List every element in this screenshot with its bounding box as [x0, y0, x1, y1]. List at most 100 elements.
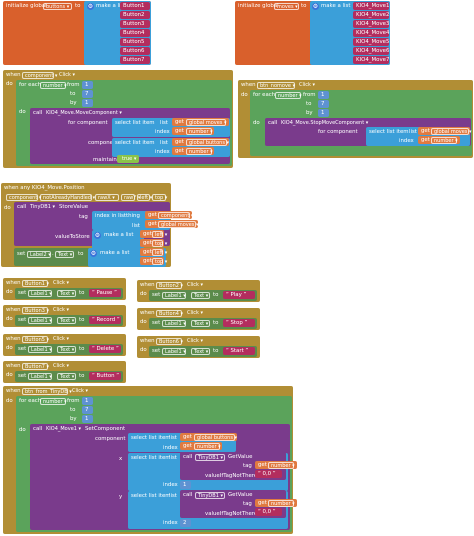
tinydb-component[interactable]: TinyDB1: [28, 204, 56, 211]
num-to[interactable]: [82, 406, 93, 414]
text-block[interactable]: [89, 289, 121, 297]
tinydb-dropdown[interactable]: TinyDB1: [195, 492, 225, 499]
text-dropdown[interactable]: Text: [191, 320, 210, 327]
btn-nomove-component[interactable]: btn_nomove: [257, 82, 295, 89]
event-param[interactable]: left: [137, 194, 150, 201]
text-block[interactable]: [223, 291, 255, 299]
number-dropdown[interactable]: number: [268, 500, 294, 507]
text-0-0[interactable]: [255, 470, 282, 478]
event-param[interactable]: notAlreadyHandled: [40, 194, 92, 201]
list-item-text-block[interactable]: [120, 2, 150, 10]
list-item-text-block[interactable]: [120, 29, 150, 37]
text-block[interactable]: [89, 345, 121, 353]
button-component[interactable]: Button6: [156, 338, 182, 345]
loop-var-number[interactable]: number: [275, 92, 301, 99]
global-moves-dropdown[interactable]: global moves: [186, 119, 226, 126]
button-component[interactable]: Button4: [156, 310, 182, 317]
list-item-text-block[interactable]: [353, 56, 389, 64]
text-dropdown[interactable]: Text: [57, 346, 76, 353]
label-dropdown[interactable]: Label1: [28, 373, 52, 380]
gear-icon[interactable]: ⚙: [94, 232, 101, 239]
list-item-text-block[interactable]: [353, 38, 389, 46]
top-dropdown[interactable]: top: [152, 258, 163, 265]
text-dropdown[interactable]: Text: [55, 251, 74, 258]
click-event-dropdown[interactable]: Click: [70, 388, 86, 395]
left-dropdown[interactable]: left: [152, 249, 163, 256]
global-moves-dropdown[interactable]: global moves: [158, 221, 196, 228]
event-param[interactable]: rawY: [121, 194, 136, 201]
gear-icon[interactable]: ⚙: [312, 3, 319, 10]
label-dropdown[interactable]: Label1: [162, 348, 186, 355]
event-param[interactable]: rawX: [95, 194, 119, 201]
click-event-dropdown[interactable]: Click: [185, 310, 201, 317]
list-item-text-block[interactable]: [353, 47, 389, 55]
label-dropdown[interactable]: Label1: [28, 290, 52, 297]
button-component[interactable]: Button1: [22, 280, 48, 287]
text-block[interactable]: [89, 372, 121, 380]
event-param[interactable]: component: [6, 194, 38, 201]
text-dropdown[interactable]: Text: [57, 290, 76, 297]
list-item-text-block[interactable]: [120, 20, 150, 28]
num-1[interactable]: [180, 481, 191, 489]
left-dropdown[interactable]: left: [152, 231, 163, 238]
num-from[interactable]: [82, 81, 93, 89]
label2-dropdown[interactable]: Label2: [27, 251, 51, 258]
click-event-dropdown[interactable]: Click: [297, 82, 313, 89]
click-event-dropdown[interactable]: Click: [57, 72, 73, 79]
text-block[interactable]: [223, 347, 255, 355]
top-dropdown[interactable]: top: [152, 240, 163, 247]
click-event-dropdown[interactable]: Click: [51, 336, 67, 343]
list-item-text-block[interactable]: [353, 20, 389, 28]
make-list-block[interactable]: [92, 230, 144, 249]
gear-icon[interactable]: ⚙: [90, 250, 97, 257]
list-item-text-block[interactable]: [120, 47, 150, 55]
click-event-dropdown[interactable]: Click: [185, 338, 201, 345]
list-item-text-block[interactable]: [120, 56, 150, 64]
global-buttons-dropdown[interactable]: global buttons: [194, 434, 235, 441]
component-dropdown[interactable]: component: [158, 212, 190, 219]
num-to[interactable]: [82, 90, 93, 98]
global-moves-dropdown[interactable]: global moves: [431, 128, 469, 135]
global-buttons-dropdown[interactable]: global buttons: [186, 139, 227, 146]
num-from[interactable]: [318, 91, 329, 99]
click-event-dropdown[interactable]: Click: [51, 307, 67, 314]
number-dropdown[interactable]: number: [431, 137, 457, 144]
text-dropdown[interactable]: Text: [191, 292, 210, 299]
number-dropdown[interactable]: number: [268, 462, 294, 469]
list-item-text-block[interactable]: [353, 2, 389, 10]
text-dropdown[interactable]: Text: [57, 373, 76, 380]
click-event-dropdown[interactable]: Click: [51, 363, 67, 370]
var-name-moves[interactable]: moves: [274, 3, 299, 10]
button-component[interactable]: Button3: [22, 307, 48, 314]
list-item-text-block[interactable]: [353, 29, 389, 37]
number-dropdown[interactable]: number: [186, 148, 212, 155]
gear-icon[interactable]: ⚙: [87, 3, 94, 10]
click-event-dropdown[interactable]: Click: [185, 282, 201, 289]
method-dropdown[interactable]: KIO4_Move.StopMoveComponent: [279, 120, 364, 127]
btn-move-component[interactable]: component: [22, 72, 54, 79]
text-0-0[interactable]: [255, 508, 282, 516]
text-dropdown[interactable]: Text: [191, 348, 210, 355]
label-dropdown[interactable]: Label1: [28, 317, 52, 324]
list-item-text-block[interactable]: [353, 11, 389, 19]
num-by[interactable]: [82, 99, 93, 107]
num-by[interactable]: [318, 109, 329, 117]
method-dropdown[interactable]: KIO4_Move.MoveComponent: [44, 110, 120, 117]
label-dropdown[interactable]: Label1: [162, 320, 186, 327]
button-component[interactable]: Button2: [156, 282, 182, 289]
btn-from-tinydb-component[interactable]: btn_from_TinyDB: [22, 388, 68, 395]
label-dropdown[interactable]: Label1: [28, 346, 52, 353]
button-component[interactable]: Button5: [22, 336, 48, 343]
num-from[interactable]: [82, 397, 93, 405]
text-dropdown[interactable]: Text: [57, 317, 76, 324]
label-dropdown[interactable]: Label1: [162, 292, 186, 299]
tinydb-dropdown[interactable]: TinyDB1: [195, 454, 225, 461]
num-to[interactable]: [318, 100, 329, 108]
text-block[interactable]: [89, 316, 121, 324]
num-by[interactable]: [82, 415, 93, 423]
text-block[interactable]: [223, 319, 255, 327]
event-param[interactable]: top: [152, 194, 166, 201]
kio4-move1-dropdown[interactable]: KIO4_Move1: [44, 426, 82, 433]
loop-var-number[interactable]: number: [40, 82, 66, 89]
number-dropdown[interactable]: number: [186, 128, 212, 135]
